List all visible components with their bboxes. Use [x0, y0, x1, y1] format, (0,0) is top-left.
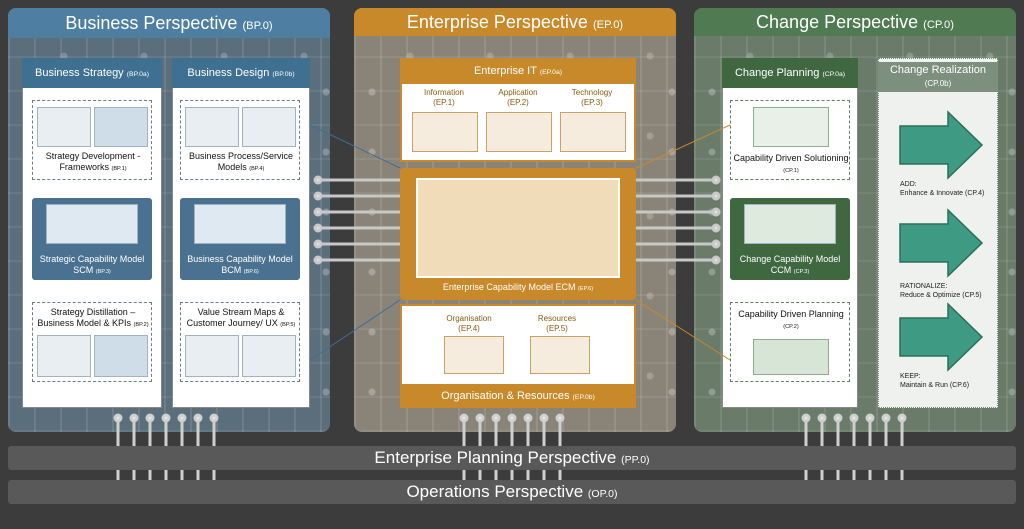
value-stream-box[interactable]: Value Stream Maps & Customer Journey/ UX…	[180, 302, 300, 382]
solutioning-thumb	[753, 107, 829, 147]
resources-thumb	[530, 336, 590, 374]
framework-diagram-thumb	[37, 107, 91, 147]
cp-code: (CP.0)	[923, 19, 954, 31]
change-perspective-header: Change Perspective (CP.0)	[694, 8, 1016, 36]
operations-perspective-bar[interactable]: Operations Perspective (OP.0)	[8, 480, 1016, 504]
enterprise-planning-perspective-bar[interactable]: Enterprise Planning Perspective (PP.0)	[8, 446, 1016, 470]
op-code: (OP.0)	[587, 488, 618, 500]
business-design-code: (BP.0b)	[272, 71, 295, 78]
cp-title: Change Perspective	[756, 12, 919, 32]
org-resources-footer: Organisation & Resources (EP.0b)	[400, 384, 636, 408]
pp-title: Enterprise Planning Perspective	[374, 448, 617, 467]
business-perspective-header: Business Perspective (BP.0)	[8, 8, 330, 38]
capability-driven-solutioning-box[interactable]: Capability Driven Solutioning (CP.1)	[730, 100, 850, 180]
add-arrow-icon	[899, 110, 984, 180]
information-thumb	[412, 112, 478, 152]
business-process-label: Business Process/Service Models (BP.4)	[188, 151, 294, 172]
people-illustration-thumb	[37, 335, 91, 377]
technology-item[interactable]: Technology(EP.3)	[571, 88, 613, 107]
change-planning-title: Change Planning	[734, 67, 820, 79]
strategy-distillation-box[interactable]: Strategy Distillation – Business Model &…	[32, 302, 152, 382]
pp-code: (PP.0)	[621, 454, 650, 466]
ep-code: (EP.0)	[592, 19, 624, 31]
kpi-thumb	[94, 335, 148, 377]
technology-thumb	[560, 112, 626, 152]
ecm-box[interactable]: Enterprise Capability Model ECM (EP.6)	[400, 168, 636, 300]
ccm-thumb	[744, 204, 836, 244]
org-resources-code: (EP.0b)	[572, 394, 595, 401]
capability-driven-planning-box[interactable]: Capability Driven Planning (CP.2)	[730, 302, 850, 382]
change-capability-model-box[interactable]: Change Capability Model CCM (CP.3)	[730, 198, 850, 280]
value-stream-label: Value Stream Maps & Customer Journey/ UX…	[186, 307, 296, 328]
process-circle-thumb	[185, 107, 239, 147]
framework-matrix-thumb	[94, 107, 148, 147]
keep-item[interactable]: KEEP: Maintain & Run (CP.6)	[900, 373, 970, 389]
change-realization-title: Change Realization	[889, 64, 986, 76]
change-planning-header: Change Planning (CP.0a)	[722, 58, 858, 88]
bp-code: (BP.0)	[242, 20, 273, 32]
org-resources-title: Organisation & Resources	[441, 390, 570, 402]
ep-title: Enterprise Perspective	[406, 12, 588, 32]
scm-label: Strategic Capability Model SCM (BP.3)	[39, 254, 145, 275]
bcm-thumb	[194, 204, 286, 244]
business-process-box[interactable]: Business Process/Service Models (BP.4)	[180, 100, 300, 180]
business-design-header: Business Design (BP.0b)	[172, 58, 310, 88]
value-stream-thumb	[185, 335, 239, 377]
enterprise-it-title: Enterprise IT	[473, 65, 537, 77]
ccm-label: Change Capability Model CCM (CP.3)	[739, 254, 841, 275]
rationalize-arrow-icon	[899, 208, 984, 278]
enterprise-perspective-header: Enterprise Perspective (EP.0)	[354, 8, 676, 36]
enterprise-it-code: (EP.0a)	[539, 69, 563, 76]
ecm-label: Enterprise Capability Model ECM (EP.6)	[442, 282, 594, 292]
resources-item[interactable]: Resources(EP.5)	[537, 314, 577, 333]
ecm-diagram-thumb	[416, 178, 620, 278]
strategy-distillation-label: Strategy Distillation – Business Model &…	[37, 307, 149, 328]
scm-thumb	[46, 204, 138, 244]
organisation-thumb	[444, 336, 504, 374]
strategy-development-label: Strategy Development - Frameworks (BP.1)	[45, 151, 141, 172]
rationalize-item[interactable]: RATIONALIZE: Reduce & Optimize (CP.5)	[900, 283, 982, 299]
change-realization-code: (CP.0b)	[924, 79, 952, 88]
customer-journey-thumb	[242, 335, 296, 377]
op-title: Operations Perspective	[406, 482, 584, 501]
organisation-item[interactable]: Organisation(EP.4)	[446, 314, 492, 333]
change-planning-code: (CP.0a)	[822, 71, 846, 78]
strategic-capability-model-box[interactable]: Strategic Capability Model SCM (BP.3)	[32, 198, 152, 280]
planning-thumb	[753, 339, 829, 375]
information-item[interactable]: Information(EP.1)	[423, 88, 465, 107]
application-thumb	[486, 112, 552, 152]
keep-arrow-icon	[899, 302, 984, 372]
bcm-label: Business Capability Model BCM (BP.6)	[187, 254, 293, 275]
planning-label: Capability Driven Planning (CP.2)	[738, 309, 844, 330]
business-strategy-code: (BP.0a)	[126, 71, 149, 78]
solutioning-label: Capability Driven Solutioning (CP.1)	[733, 153, 849, 174]
business-design-title: Business Design	[187, 67, 270, 79]
strategy-development-box[interactable]: Strategy Development - Frameworks (BP.1)	[32, 100, 152, 180]
application-item[interactable]: Application(EP.2)	[498, 88, 538, 107]
business-strategy-title: Business Strategy	[35, 67, 124, 79]
business-strategy-header: Business Strategy (BP.0a)	[22, 58, 162, 88]
bp-title: Business Perspective	[65, 13, 238, 33]
business-capability-model-box[interactable]: Business Capability Model BCM (BP.6)	[180, 198, 300, 280]
enterprise-it-header: Enterprise IT (EP.0a)	[400, 58, 636, 84]
service-model-thumb	[242, 107, 296, 147]
add-item[interactable]: ADD: Enhance & Innovate (CP.4)	[900, 181, 985, 197]
change-realization-header: Change Realization (CP.0b)	[878, 62, 998, 92]
